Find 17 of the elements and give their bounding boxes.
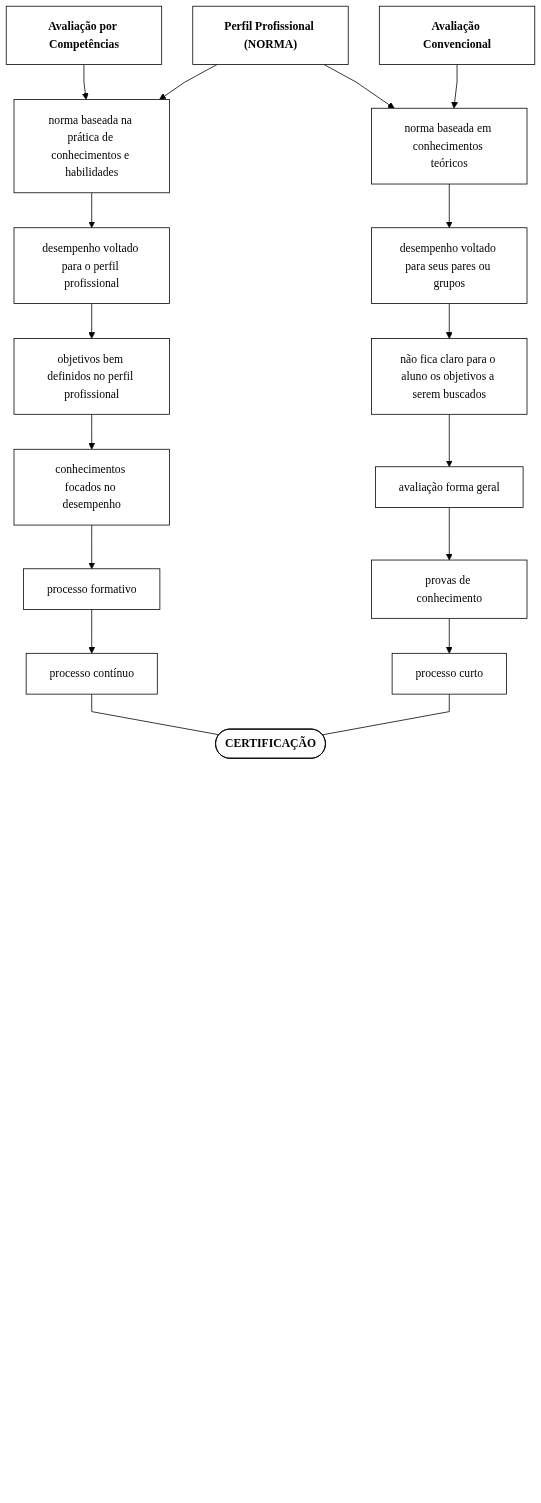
node-box: processo curto <box>391 652 507 695</box>
node-box: objetivos bem definidos no perfil profissional <box>13 338 170 415</box>
node-box: Avaliação Convencional <box>378 5 536 65</box>
node-box: conhecimentos focados no desempenho <box>13 448 170 526</box>
node-box: Avaliação por Competências <box>5 5 163 65</box>
node-box: desempenho voltado para o perfil profissional <box>13 227 170 304</box>
node-box: processo contínuo <box>25 652 158 695</box>
connector <box>91 693 220 736</box>
node-box: Perfil Profissional (NORMA) <box>192 5 349 65</box>
node-box: norma baseada na prática de conhecimentos e habilidades <box>13 99 170 194</box>
connector <box>322 693 450 736</box>
node-box: norma baseada em conhecimentos teóricos <box>371 107 528 185</box>
node-box: desempenho voltado para seus pares ou grupos <box>371 227 528 304</box>
node-box: provas de conhecimento <box>371 559 528 619</box>
node-box: não fica claro para o aluno os objetivos a serem buscados <box>371 338 528 415</box>
node-box: avaliação forma geral <box>375 466 524 508</box>
node-box: processo formativo <box>23 568 161 610</box>
